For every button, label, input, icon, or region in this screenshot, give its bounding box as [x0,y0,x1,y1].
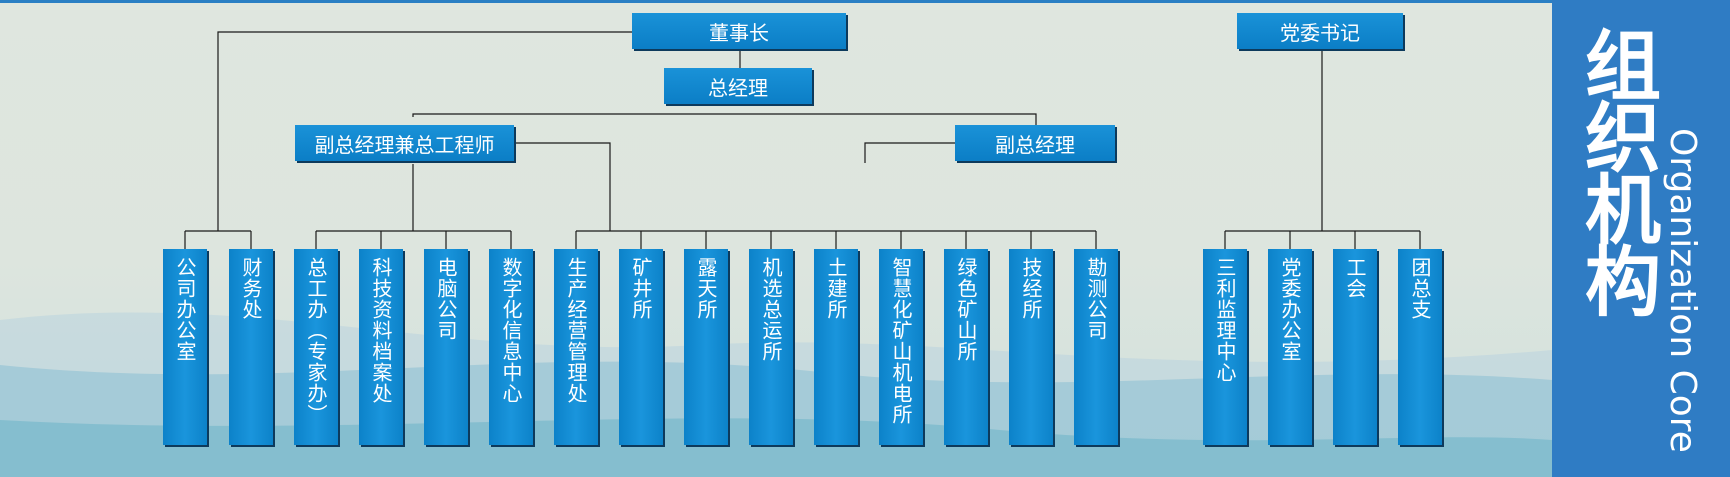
department-label: 电脑公司 [434,257,458,341]
party-department-label: 三利监理中心 [1213,257,1237,383]
department-label: 公司办公室 [173,257,197,362]
department-box: 数字化信息中心 [489,249,533,445]
department-label: 科技资料档案处 [369,257,393,404]
side-title-panel [1552,0,1730,477]
department-box: 机选总运所 [749,249,793,445]
party-department-label: 工会 [1343,257,1367,299]
department-box: 矿井所 [619,249,663,445]
department-label: 土建所 [824,257,848,320]
chairman-box: 董事长 [632,13,846,49]
department-box: 生产经营管理处 [554,249,598,445]
department-box: 科技资料档案处 [359,249,403,445]
top-accent-strip [0,0,1552,3]
department-label: 总工办（专家办） [304,257,328,425]
department-label: 财务处 [239,257,263,320]
deputy-gm-box: 副总经理 [955,125,1115,161]
department-box: 勘测公司 [1074,249,1118,445]
party-department-box: 工会 [1333,249,1377,445]
party-department-box: 三利监理中心 [1203,249,1247,445]
department-box: 绿色矿山所 [944,249,988,445]
department-box: 土建所 [814,249,858,445]
department-label: 机选总运所 [759,257,783,362]
department-box: 电脑公司 [424,249,468,445]
side-title-en: Organization Core [1662,128,1703,453]
department-box: 露天所 [684,249,728,445]
department-label: 绿色矿山所 [954,257,978,362]
department-box: 公司办公室 [163,249,207,445]
department-label: 技经所 [1019,257,1043,320]
department-label: 露天所 [694,257,718,320]
party-secretary-box: 党委书记 [1237,13,1403,49]
department-box: 智慧化矿山机电所 [879,249,923,445]
connector-lines [184,31,1421,249]
party-department-box: 团总支 [1398,249,1442,445]
department-label: 矿井所 [629,257,653,320]
general-manager-box: 总经理 [664,68,812,104]
department-label: 智慧化矿山机电所 [889,257,913,425]
party-department-label: 党委办公室 [1278,257,1302,362]
deputy-gm-chief-engineer-box: 副总经理兼总工程师 [295,125,514,161]
department-label: 数字化信息中心 [499,257,523,404]
department-box: 财务处 [229,249,273,445]
party-department-box: 党委办公室 [1268,249,1312,445]
department-box: 总工办（专家办） [294,249,338,445]
department-box: 技经所 [1009,249,1053,445]
side-title-cn: 组织机构 [1572,26,1661,314]
department-label: 勘测公司 [1084,257,1108,341]
department-label: 生产经营管理处 [564,257,588,404]
party-department-label: 团总支 [1408,257,1432,320]
